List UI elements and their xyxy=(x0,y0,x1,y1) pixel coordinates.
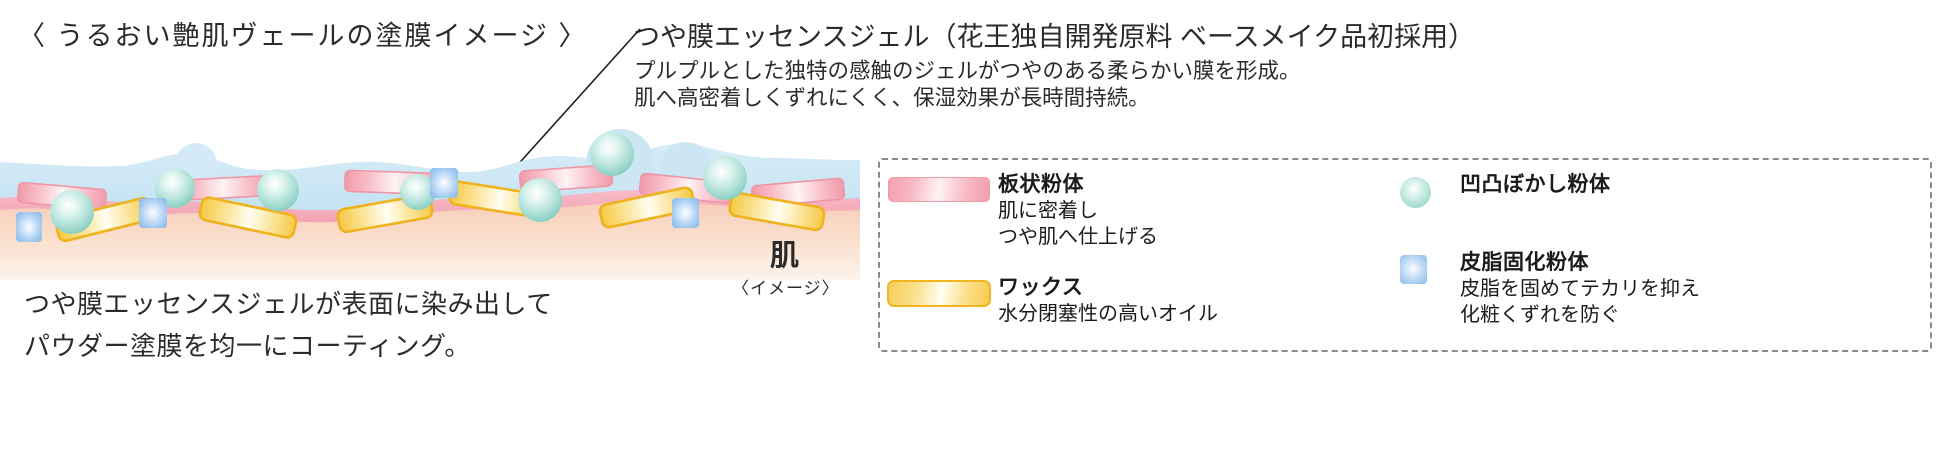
legend-title: ワックス xyxy=(998,276,1084,299)
wax-swatch-icon xyxy=(887,280,991,307)
legend-box: 板状粉体 肌に密着し つや肌へ仕上げる ワックス 水分閉塞性の高いオイル 凹凸ぼ… xyxy=(878,158,1932,352)
legend-title: 皮脂固化粉体 xyxy=(1460,251,1589,274)
legend-swatch-wrap xyxy=(880,275,998,307)
legend-desc-line: 化粧くずれを防ぐ xyxy=(1460,304,1620,326)
legend-item-sebum-powder: 皮脂固化粉体 皮脂を固めてテカリを抑え 化粧くずれを防ぐ xyxy=(1400,250,1700,328)
legend-desc-line: 皮脂を固めてテカリを抑え xyxy=(1460,278,1700,300)
callout-description: プルプルとした独特の感触のジェルがつやのある柔らかい膜を形成。 肌へ高密着しくず… xyxy=(634,58,1301,112)
bottom-caption-line-1: つや膜エッセンスジェルが表面に染み出して xyxy=(24,289,553,319)
plate-powder-swatch-icon xyxy=(888,177,990,202)
legend-desc-line: 水分閉塞性の高いオイル xyxy=(998,303,1218,325)
legend-item-blur-powder: 凹凸ぼかし粉体 xyxy=(1400,172,1611,208)
sebum-powder-swatch-icon xyxy=(1400,255,1427,284)
legend-text-block: 板状粉体 肌に密着し つや肌へ仕上げる xyxy=(998,172,1158,250)
blur-powder-swatch-icon xyxy=(1400,177,1431,208)
legend-title: 凹凸ぼかし粉体 xyxy=(1460,173,1611,196)
bottom-caption: つや膜エッセンスジェルが表面に染み出して パウダー塗膜を均一にコーティング。 xyxy=(24,283,553,367)
callout-headline: つや膜エッセンスジェル（花王独自開発原料 ベースメイク品初採用） xyxy=(633,22,1476,52)
coating-cross-section-diagram xyxy=(0,129,860,280)
legend-swatch-wrap xyxy=(1400,172,1460,208)
legend-swatch-wrap xyxy=(1400,250,1460,284)
legend-desc-line: 肌に密着し xyxy=(998,200,1098,222)
legend-text-block: 凹凸ぼかし粉体 xyxy=(1460,172,1611,198)
callout-description-line-2: 肌へ高密着しくずれにくく、保湿効果が長時間持続。 xyxy=(634,86,1150,110)
skin-label: 肌 xyxy=(770,240,800,272)
legend-swatch-wrap xyxy=(880,172,998,202)
callout-description-line-1: プルプルとした独特の感触のジェルがつやのある柔らかい膜を形成。 xyxy=(634,59,1301,83)
legend-text-block: 皮脂固化粉体 皮脂を固めてテカリを抑え 化粧くずれを防ぐ xyxy=(1460,250,1700,328)
legend-text-block: ワックス 水分閉塞性の高いオイル xyxy=(998,275,1218,327)
bottom-caption-line-2: パウダー塗膜を均一にコーティング。 xyxy=(24,331,471,361)
legend-item-wax: ワックス 水分閉塞性の高いオイル xyxy=(880,275,1218,327)
legend-desc-line: つや肌へ仕上げる xyxy=(998,226,1158,248)
image-note-label: 〈イメージ〉 xyxy=(732,279,840,298)
legend-title: 板状粉体 xyxy=(998,173,1084,196)
legend-item-plate-powder: 板状粉体 肌に密着し つや肌へ仕上げる xyxy=(880,172,1158,250)
section-title: 〈 うるおい艶肌ヴェールの塗膜イメージ 〉 xyxy=(18,21,588,51)
